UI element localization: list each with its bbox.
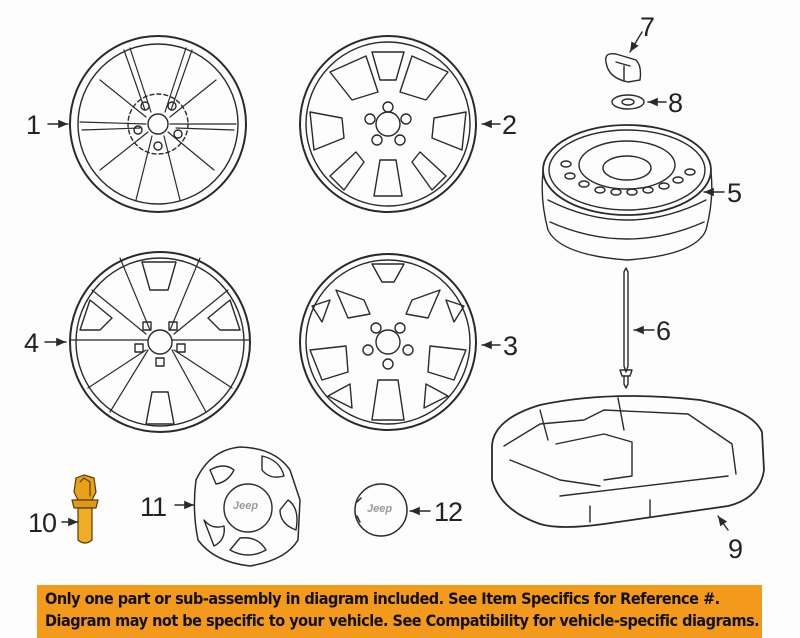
leader-9	[717, 515, 729, 531]
wheel-3-illustration	[299, 253, 477, 431]
center-cap-large-illustration	[193, 446, 301, 567]
wheel-1-illustration	[69, 35, 247, 213]
callout-7: 7	[640, 12, 655, 42]
disclaimer-banner: Only one part or sub-assembly in diagram…	[37, 585, 762, 638]
leader-7	[629, 31, 643, 53]
jeep-logo-cap-11: Jeep	[233, 500, 259, 512]
disclaimer-line-2: Diagram may not be specific to your vehi…	[45, 612, 760, 630]
callout-5: 5	[727, 178, 742, 208]
washer-illustration	[611, 94, 645, 110]
callout-1: 1	[26, 110, 41, 140]
callout-12: 12	[434, 497, 463, 527]
callout-8: 8	[668, 88, 683, 118]
storage-tray-illustration	[491, 395, 765, 528]
callout-2: 2	[502, 110, 517, 140]
callout-10: 10	[28, 508, 57, 538]
callout-4: 4	[24, 328, 39, 358]
steel-wheel-illustration	[541, 124, 713, 261]
wheel-4-illustration	[69, 251, 251, 433]
wheel-2-illustration	[299, 35, 477, 213]
jeep-logo-cap-12: Jeep	[367, 503, 393, 515]
wheel-weight-illustration	[605, 52, 642, 83]
callout-3: 3	[503, 331, 518, 361]
hold-down-bolt-illustration	[619, 267, 633, 389]
lug-nut-illustration	[71, 474, 99, 544]
disclaimer-line-1: Only one part or sub-assembly in diagram…	[45, 590, 720, 608]
callout-11: 11	[140, 492, 167, 522]
callout-6: 6	[656, 316, 671, 346]
center-cap-small-illustration	[354, 483, 408, 537]
callout-9: 9	[728, 534, 743, 564]
